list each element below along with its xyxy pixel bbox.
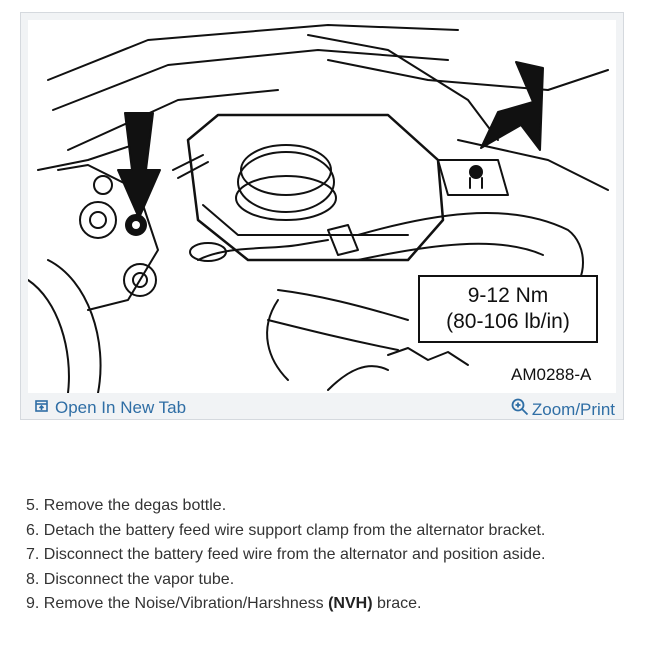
step-item: 6. Detach the battery feed wire support …	[26, 521, 546, 539]
step-item: 5. Remove the degas bottle.	[26, 497, 227, 514]
open-in-new-tab-link[interactable]: Open In New Tab	[35, 398, 186, 418]
zoom-print-label: Zoom/Print	[531, 399, 615, 419]
torque-spec-box: 9-12 Nm (80-106 lb/in)	[418, 275, 598, 343]
procedure-steps: 5. Remove the degas bottle. 6. Detach th…	[26, 494, 545, 617]
step-item: 9. Remove the Noise/Vibration/Harshness …	[26, 595, 422, 613]
figure-footer: Open In New Tab Zoom/Print	[21, 393, 623, 420]
figure-card: 9-12 Nm (80-106 lb/in) AM0288-A Open In …	[20, 12, 624, 420]
torque-lbin: (80-106 lb/in)	[446, 310, 570, 333]
engine-illustration	[28, 24, 609, 393]
torque-nm: 9-12 Nm	[467, 284, 549, 307]
step-item: 8. Disconnect the vapor tube.	[26, 570, 235, 588]
engine-diagram: 9-12 Nm (80-106 lb/in) AM0288-A	[28, 20, 616, 393]
step-item: 7. Disconnect the battery feed wire from…	[26, 546, 546, 564]
open-in-new-tab-icon	[35, 398, 49, 418]
figure-id: AM0288-A	[511, 365, 592, 384]
zoom-print-link[interactable]: Zoom/Print	[511, 398, 615, 421]
magnifier-plus-icon	[511, 398, 529, 421]
open-in-new-tab-label: Open In New Tab	[55, 398, 187, 417]
nvh-abbreviation: (NVH)	[328, 595, 373, 613]
